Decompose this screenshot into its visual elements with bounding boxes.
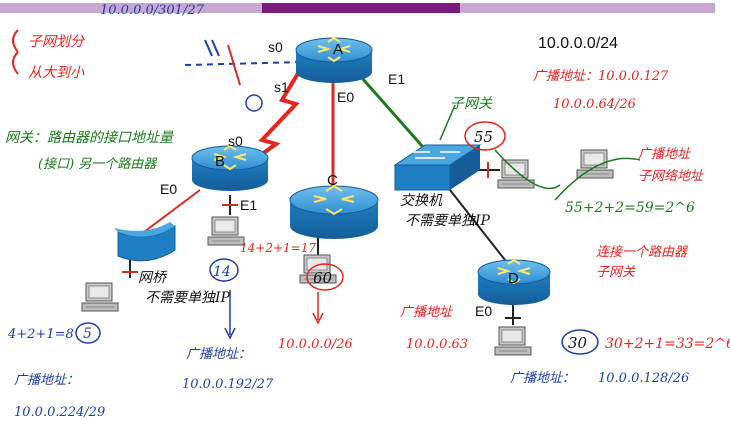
right-router-note-2: 子网关: [596, 265, 636, 280]
host-pc-bridge: [81, 282, 119, 312]
a-s0-label: s0: [268, 39, 283, 55]
header-bar-right: [460, 3, 715, 13]
a-e1-label: E1: [388, 71, 405, 87]
left-note-2: 从大到小: [28, 65, 85, 81]
bridge: [114, 222, 176, 262]
link-a-switch: [360, 77, 432, 156]
router-d-label: D: [508, 270, 519, 287]
bottom-mid-value: 10.0.0.192/27: [182, 377, 274, 392]
bottom-left-value: 10.0.0.224/29: [14, 405, 105, 420]
b-e1-label: E1: [240, 197, 257, 213]
left-note-1: 子网划分: [28, 34, 86, 50]
bottom-d-value: 10.0.0.128/26: [598, 371, 689, 386]
bottom-d-sub-label: 广播地址: [400, 305, 453, 320]
link-b-bridge: [139, 189, 201, 236]
bridge-note-2: 不需要单独IP: [145, 290, 231, 306]
host-pc-right: [576, 149, 614, 179]
host-count-b-e1: 14: [213, 264, 231, 280]
header-bar-light: [0, 3, 262, 13]
router-a: [295, 36, 373, 83]
host-count-d: 30: [568, 334, 588, 352]
calc-d: 30+2+1=33=2^6: [605, 336, 730, 352]
host-count-bridge: 5: [83, 326, 92, 342]
gateway-tag: 子网关: [450, 96, 493, 112]
a-s1-label: s1: [274, 79, 289, 95]
router-c-label: C: [327, 172, 338, 189]
gateway-note-1: 网关：路由器的接口地址量: [5, 130, 175, 146]
right-router-note-1: 连接一个路由器: [596, 245, 688, 260]
bottom-c-value: 10.0.0.0/26: [278, 337, 353, 352]
router-b: [191, 144, 269, 191]
d-e0-label: E0: [475, 303, 492, 319]
host-pc-b-e1: [207, 216, 245, 246]
router-c: [289, 184, 379, 239]
calc-b-e1: 14+2+1=17: [240, 241, 316, 255]
bottom-left-label: 广播地址：: [14, 373, 79, 388]
right-side-1: 广播地址: [638, 147, 691, 162]
header-bar-dark: [262, 3, 460, 13]
switch-note-1: 交换机: [400, 193, 443, 209]
gateway-note-2: (接口) 另一个路由器: [38, 157, 157, 172]
link-a-b-serial: [238, 68, 302, 172]
link-switch-d: [449, 189, 506, 261]
router-b-label: B: [215, 153, 225, 170]
b-e0-label: E0: [160, 181, 177, 197]
host-count-c: 60: [313, 269, 333, 287]
switch: [393, 144, 482, 191]
router-a-label: A: [333, 41, 343, 58]
bottom-mid-label: 广播地址：: [186, 347, 251, 362]
link-a-s0-dashed: [184, 61, 306, 66]
host-count-switch: 55: [474, 128, 493, 146]
top-note: 10.0.0.0/301/27: [100, 3, 205, 18]
right-side-2: 子网络地址: [638, 168, 704, 184]
bottom-d-sub-value: 10.0.0.63: [406, 337, 468, 352]
bridge-note-1: 网桥: [138, 270, 168, 286]
host-pc-switch: [497, 159, 535, 189]
right-subnet: 10.0.0.64/26: [553, 97, 636, 112]
network-label: 10.0.0.0/24: [538, 35, 618, 52]
router-d: [477, 258, 551, 305]
host-pc-d: [494, 326, 532, 356]
switch-note-2: 不需要单独IP: [405, 213, 491, 229]
right-broadcast: 广播地址：10.0.0.127: [533, 69, 669, 84]
b-s0-label: s0: [228, 133, 243, 149]
calc-left: 4+2+1=8: [7, 327, 74, 342]
bottom-d-label: 广播地址：: [510, 371, 575, 386]
right-calc: 55+2+2=59=2^6: [565, 200, 695, 216]
a-e0-label: E0: [337, 89, 354, 105]
